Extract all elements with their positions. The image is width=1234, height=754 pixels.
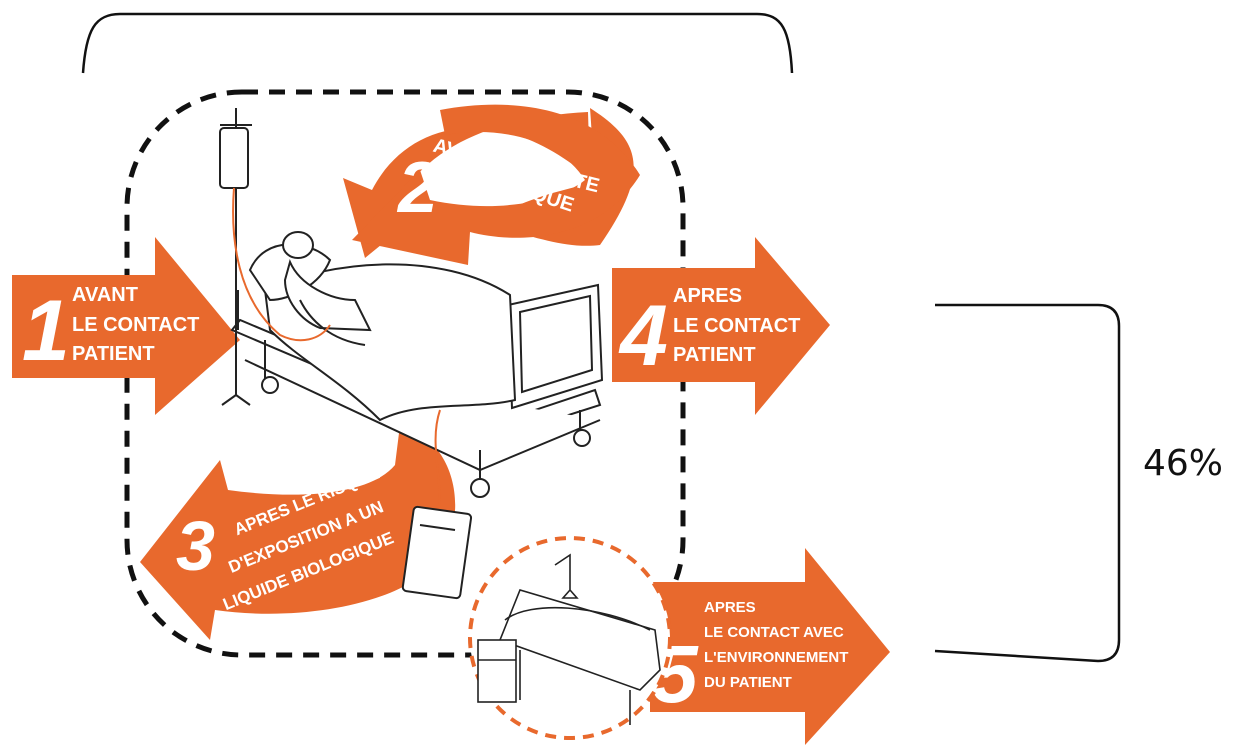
moment-1-label-line-2: LE CONTACT xyxy=(72,314,199,336)
moment-4-number: 4 xyxy=(618,288,668,384)
moment-5-label-line-2: LE CONTACT AVEC xyxy=(704,624,844,641)
top-bracket xyxy=(83,14,792,73)
moment-3-arrow: 3 APRES LE RISQUE D'EXPOSITION A UN LIQU… xyxy=(140,425,455,640)
moment-5-label-line-4: DU PATIENT xyxy=(704,674,792,691)
moment-1-number: 1 xyxy=(22,283,70,379)
moment-2-number: 2 xyxy=(396,148,438,228)
moment-4-label-line-3: PATIENT xyxy=(673,344,756,366)
moment-4-arrow: 4 APRES LE CONTACT PATIENT xyxy=(612,237,830,415)
patient-head xyxy=(283,232,313,258)
moment-4-label-line-1: APRES xyxy=(673,285,742,307)
moment-3-number: 3 xyxy=(176,507,215,585)
bedside-table-icon xyxy=(478,640,516,702)
percentage-label: 46% xyxy=(1143,443,1223,484)
moment-1-label-line-3: PATIENT xyxy=(72,343,155,365)
moment-1-label-line-1: AVANT xyxy=(72,284,138,306)
moment-5-arrow: 5 APRES LE CONTACT AVEC L'ENVIRONNEMENT … xyxy=(650,548,890,745)
moment-2-arrow: 2 AVANT LE GESTE ASEPTIQUE xyxy=(343,105,640,265)
patient-environment-inset xyxy=(470,538,670,738)
moment-4-label-line-2: LE CONTACT xyxy=(673,315,800,337)
moment-5-label-line-3: L'ENVIRONNEMENT xyxy=(704,649,848,666)
right-bracket xyxy=(935,305,1119,661)
moment-5-label-line-1: APRES xyxy=(704,599,756,616)
